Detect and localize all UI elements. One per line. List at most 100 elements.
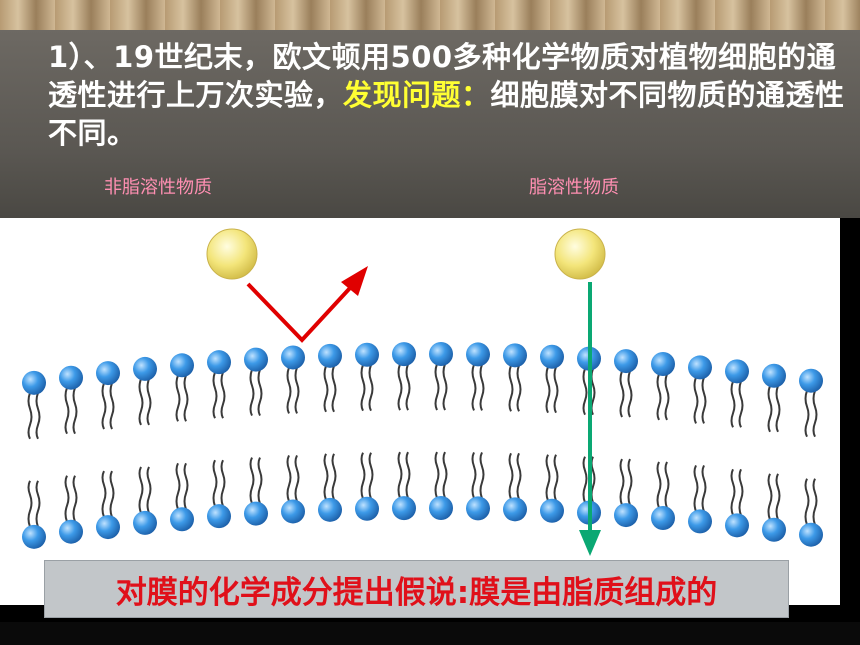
label-lipid-soluble: 脂溶性物质 [529, 177, 619, 198]
lipid-tail [545, 454, 551, 502]
lipid-tail [730, 468, 736, 516]
phospholipid-head-icon [429, 342, 453, 367]
phospholipid-head-icon [725, 513, 749, 538]
phospholipid-head-icon [651, 351, 675, 376]
lipid-tail [146, 466, 152, 514]
lipid-tail [220, 371, 226, 419]
lipid-tail [804, 478, 810, 526]
phospholipid-head-icon [170, 353, 194, 378]
lipid-tail [701, 377, 707, 424]
lipid-tail [331, 453, 337, 501]
phospholipid-head-icon [59, 365, 83, 390]
lipid-tail [804, 390, 810, 438]
phospholipid-head-icon [96, 515, 120, 540]
lipid-tail [138, 466, 144, 514]
lipid-tail [664, 461, 670, 509]
phospholipid-head-icon [429, 496, 453, 521]
lipid-tail [516, 364, 522, 412]
lipid-tail [582, 368, 588, 416]
phospholipid-head-icon [96, 361, 120, 386]
lipid-tail [212, 371, 218, 419]
lipid-tail [664, 373, 670, 421]
lipid-tail [516, 452, 522, 500]
phospholipid-head-icon [688, 355, 712, 380]
lipid-tail [331, 365, 337, 413]
lipid-tail [508, 364, 514, 412]
lipid-tail [434, 363, 440, 411]
lipid-tail [442, 451, 448, 499]
phospholipid-head-icon [688, 509, 712, 534]
lipid-tail [101, 382, 107, 430]
lipid-tail [434, 451, 440, 499]
lipid-tail [397, 363, 403, 411]
lipid-tail [64, 387, 70, 435]
header-band [0, 30, 860, 218]
lipid-tail [183, 462, 189, 510]
phospholipid-head-icon [466, 342, 490, 367]
phospholipid-head-icon [540, 344, 564, 369]
phospholipid-head-icon [651, 505, 675, 530]
phospholipid-head-icon [762, 517, 786, 542]
red-arrowhead-icon [341, 266, 368, 296]
lipid-tail [656, 461, 662, 509]
lipid-tail [812, 478, 818, 526]
lipid-tail [183, 374, 189, 422]
phospholipid-head-icon [355, 342, 379, 367]
lipid-tail [323, 453, 329, 501]
phospholipid-head-icon [207, 504, 231, 529]
lipid-tail [545, 366, 551, 414]
lipid-tail [72, 475, 78, 523]
top-decorative-strip [0, 0, 860, 32]
label-non-lipid-soluble: 非脂溶性物质 [104, 177, 212, 198]
right-black-bar [840, 218, 860, 605]
lipid-tail [553, 366, 559, 414]
lipid-tail [27, 480, 33, 528]
lipid-tail [101, 470, 107, 518]
lipid-tail [109, 470, 115, 518]
lipid-tail [323, 365, 329, 413]
lipid-tail [294, 367, 300, 414]
lipid-tail [656, 373, 662, 421]
lipid-tail [693, 464, 699, 512]
phospholipid-head-icon [133, 356, 157, 381]
lipid-tail [730, 380, 736, 428]
molecule-ball-left-icon [206, 228, 258, 280]
lipid-tail [175, 374, 181, 422]
bottom-strip [0, 622, 860, 645]
lipid-tail [35, 392, 41, 440]
lipid-tail [701, 464, 707, 512]
phospholipid-head-icon [503, 497, 527, 522]
lipid-tail [479, 364, 485, 411]
lipid-tail [693, 377, 699, 424]
green-arrowhead-icon [579, 530, 601, 556]
membrane-svg [22, 228, 823, 556]
phospholipid-head-icon [22, 524, 46, 549]
lipid-tail [286, 367, 292, 414]
lipid-tail [738, 380, 744, 428]
phospholipid-head-icon [725, 359, 749, 384]
intro-text: 1）、19世纪末，欧文顿用500多种化学物质对植物细胞的通透性进行上万次实验，发… [48, 38, 848, 152]
lipid-tail [360, 364, 366, 412]
phospholipid-head-icon [133, 510, 157, 535]
phospholipid-head-icon [614, 349, 638, 374]
phospholipid-head-icon [614, 503, 638, 528]
lipid-tail [368, 364, 374, 412]
phospholipid-head-icon [59, 519, 83, 544]
intro-highlight: 发现问题： [343, 78, 491, 112]
lipid-tail [138, 378, 144, 426]
phospholipid-head-icon [318, 497, 342, 522]
lipid-tail [212, 459, 218, 507]
lipid-tail [405, 451, 411, 499]
molecule-ball-right-icon [554, 228, 606, 280]
lipid-tail [471, 451, 477, 499]
phospholipid-head-icon [170, 507, 194, 532]
lipid-tail [72, 387, 78, 435]
phospholipid-head-icon [540, 498, 564, 523]
lipid-tail [627, 370, 633, 418]
lipid-tail [479, 451, 485, 499]
lipid-tail [812, 390, 818, 438]
lipid-tail [405, 363, 411, 411]
phospholipid-head-icon [22, 370, 46, 395]
membrane-diagram [0, 218, 860, 605]
lipid-tail [27, 392, 33, 440]
